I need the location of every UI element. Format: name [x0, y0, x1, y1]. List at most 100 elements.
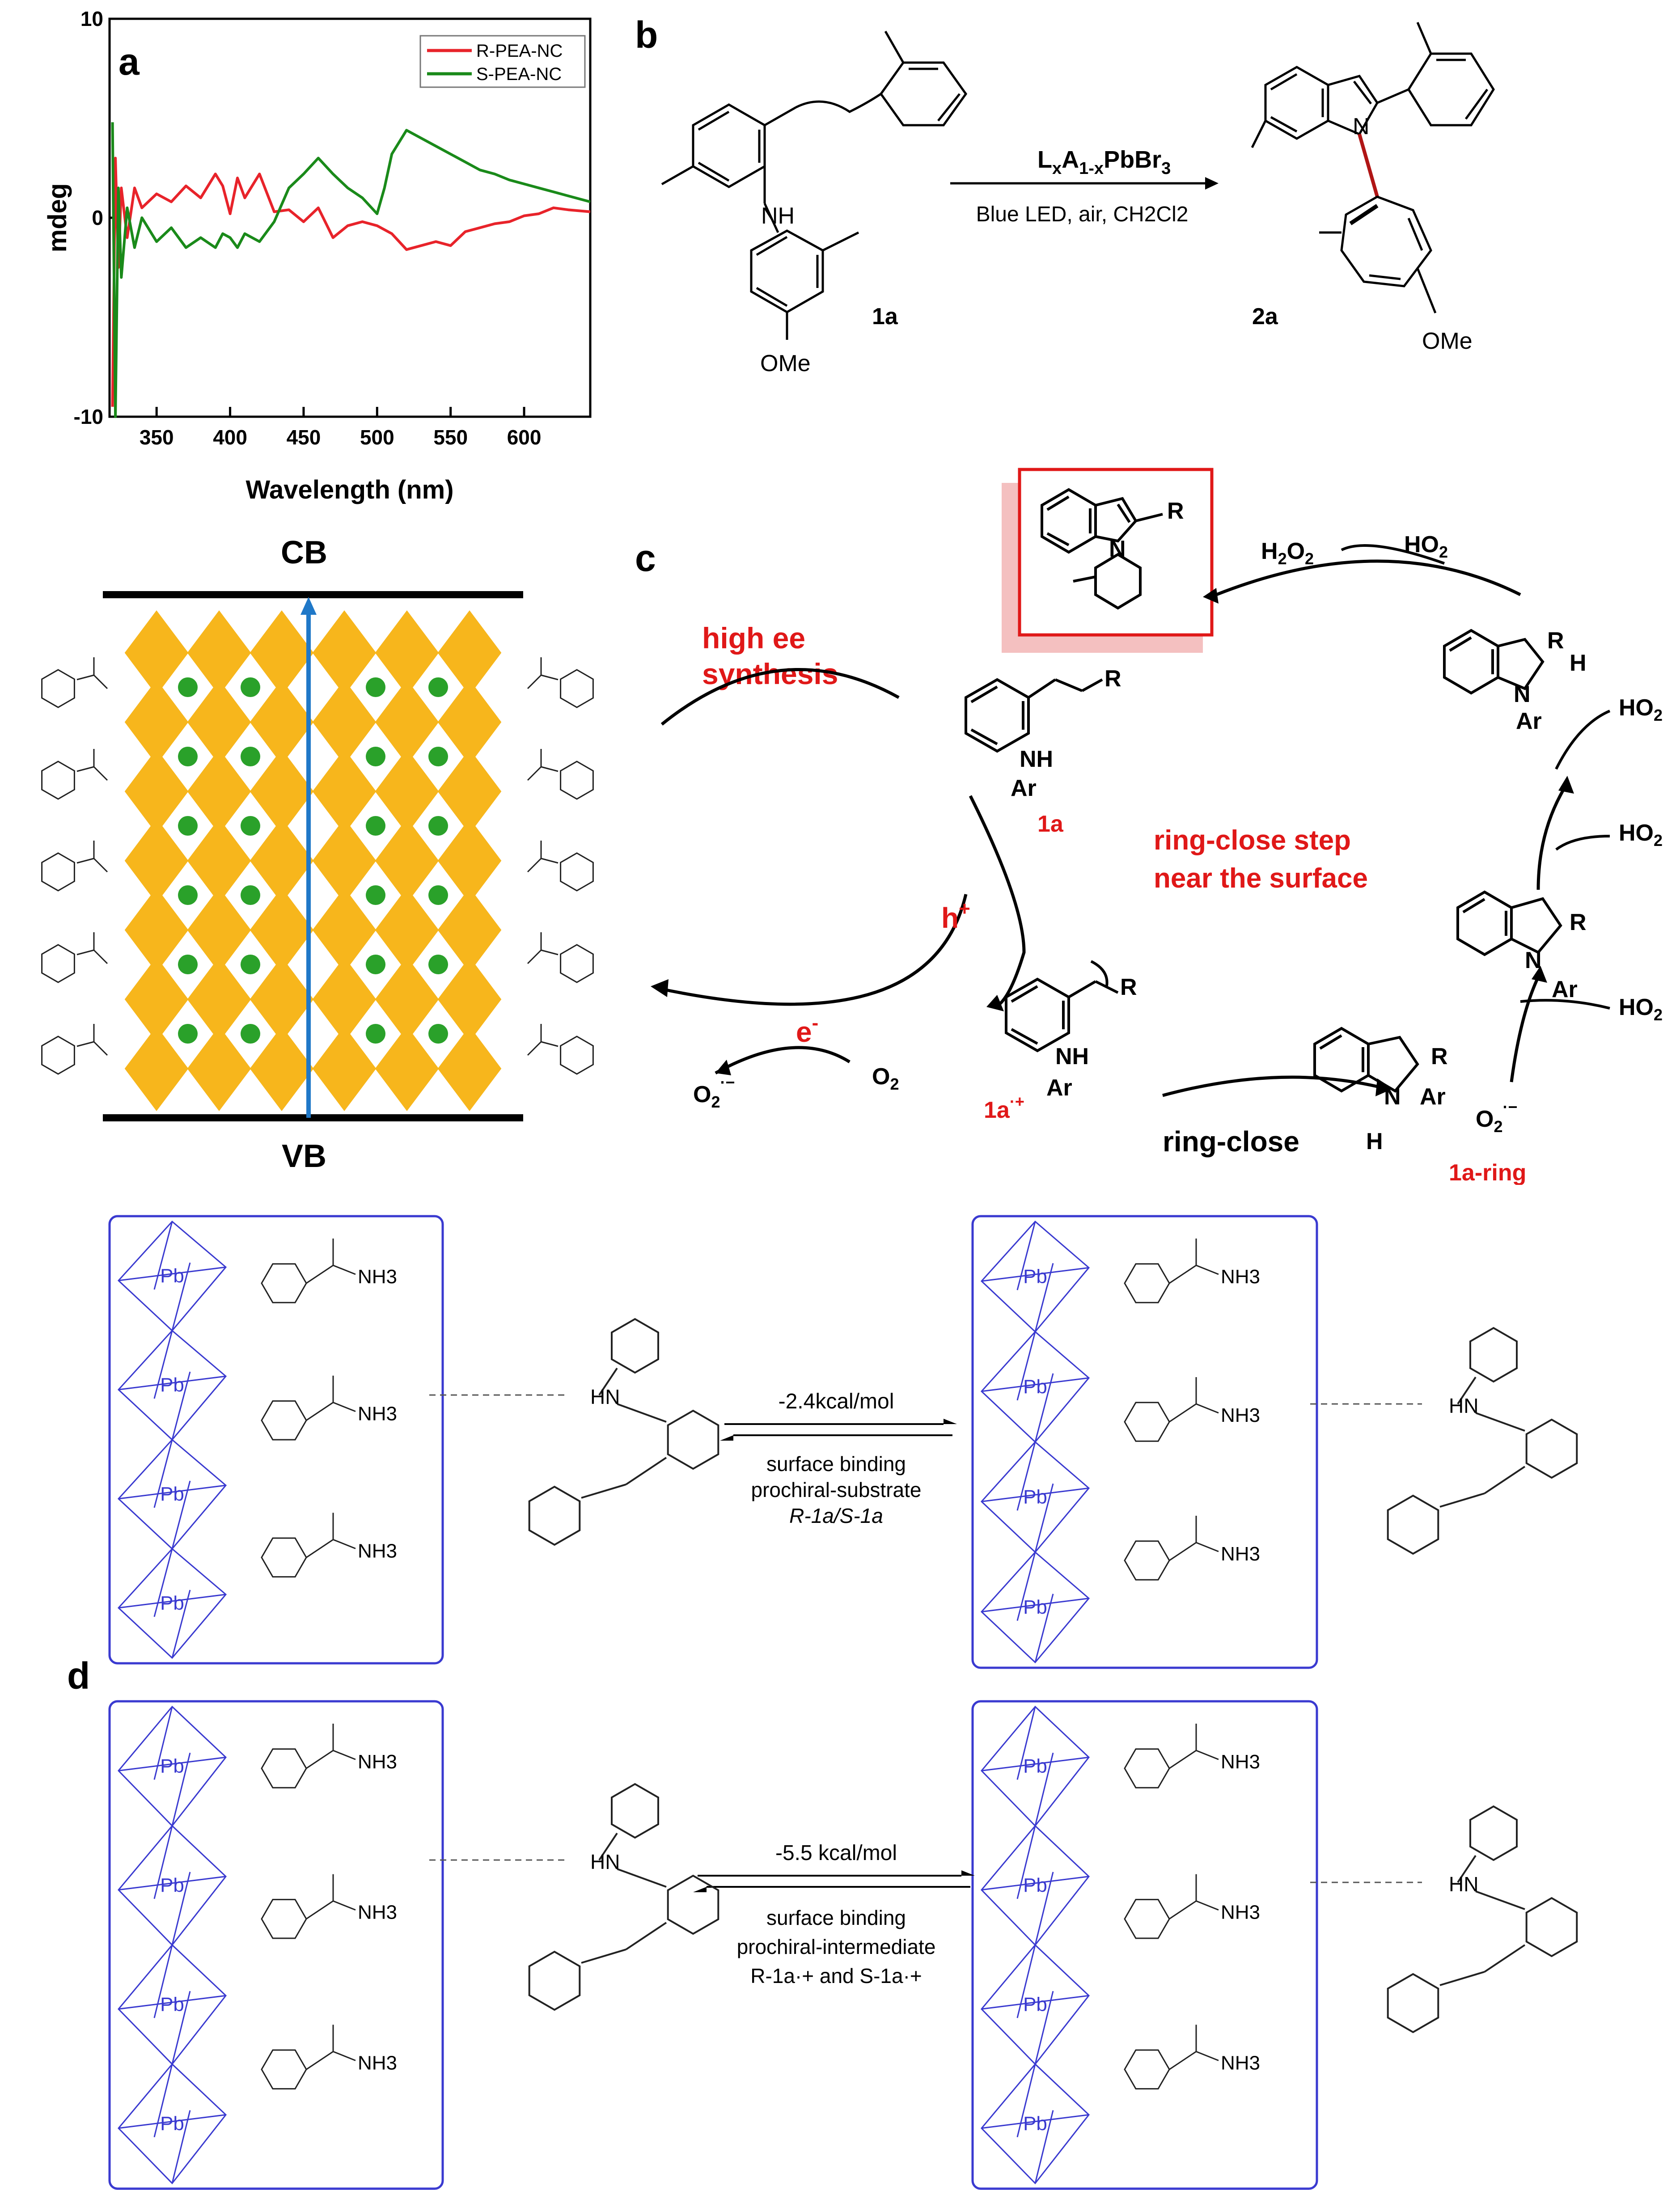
product-n-label-c: N	[1109, 536, 1126, 562]
vb-label: VB	[282, 1138, 326, 1174]
a-site-cation	[428, 1024, 448, 1044]
h2o2-label: H2O2	[1261, 538, 1314, 568]
a-site-cation	[241, 747, 260, 766]
bottom-energy-label: -5.5 kcal/mol	[775, 1841, 897, 1865]
step-arrow-lower	[1510, 976, 1540, 1082]
step-arrow-ho2-out	[1555, 710, 1611, 770]
x-tick-label: 350	[140, 426, 174, 449]
top-note-3: R-1a/S-1a	[789, 1504, 883, 1527]
pea-ligand	[41, 749, 108, 800]
x-tick-label: 450	[287, 426, 321, 449]
o2-label: O2	[872, 1064, 899, 1093]
pea-ligand	[527, 657, 594, 708]
ho2-label-2: HO2	[1619, 820, 1663, 850]
octahedron	[124, 680, 189, 765]
pea-ligand	[527, 841, 594, 892]
pea-ligand	[527, 749, 594, 800]
pea-ligand	[41, 932, 108, 983]
chart-legend: R-PEA-NC S-PEA-NC	[419, 35, 586, 88]
cb-label: CB	[281, 535, 327, 571]
indole-product-structure	[1041, 488, 1163, 610]
indolinium-r-label: R	[1547, 628, 1564, 654]
1a-cation-r-label: R	[1120, 974, 1137, 1000]
substrate-label-1a: 1a	[872, 304, 898, 330]
x-tick-label: 400	[213, 426, 247, 449]
top-note-2: prochiral-substrate	[751, 1478, 922, 1501]
y-tick-label: 10	[80, 7, 103, 30]
pea-ligand	[41, 657, 108, 708]
pb-label: Pb	[1023, 2113, 1047, 2135]
a-site-cation	[241, 955, 260, 974]
h2o2-release-arrow	[1341, 544, 1445, 565]
octahedron	[250, 610, 314, 695]
a-site-cation	[241, 885, 260, 905]
pb-label: Pb	[1023, 1265, 1047, 1287]
nh3-label: NH3	[1221, 1543, 1260, 1565]
pb-octahedron: Pb	[117, 1547, 227, 1659]
slab-frame	[108, 1215, 444, 1665]
pb-label: Pb	[1023, 1755, 1047, 1777]
product-r-label: R	[1167, 498, 1184, 524]
slab-frame	[971, 1215, 1318, 1669]
e-minus-label: e-	[796, 1012, 818, 1048]
nh3-label: NH3	[1221, 1404, 1260, 1426]
octahedron	[437, 818, 502, 903]
octahedron	[124, 610, 189, 695]
pb-label: Pb	[1023, 1993, 1047, 2015]
indolinium-n-label: N	[1514, 681, 1531, 707]
nh3-label: NH3	[358, 1902, 397, 1924]
ho2-label-3: HO2	[1619, 695, 1663, 724]
pb-octahedron: Pb	[980, 2063, 1090, 2185]
mechanism-cycle: high ee synthesis h+ e- O2·− O2 R NH Ar …	[651, 468, 1663, 1185]
1a-ar-label: Ar	[1011, 775, 1037, 801]
pb-octahedron: Pb	[980, 1331, 1090, 1443]
octahedron	[312, 818, 377, 903]
a-site-cation	[178, 747, 198, 766]
pb-octahedron: Pb	[980, 1441, 1090, 1553]
octahedron	[437, 888, 502, 972]
pea-ligand	[41, 841, 108, 892]
octahedron	[124, 749, 189, 834]
pb-octahedron: Pb	[117, 1944, 227, 2065]
octahedron	[375, 888, 439, 972]
nh3-label: NH3	[1221, 2052, 1260, 2074]
octahedron	[375, 818, 439, 903]
substrate-molecule: HN	[1387, 1327, 1578, 1555]
octahedron	[187, 818, 251, 903]
top-note-1: surface binding	[766, 1452, 906, 1476]
octahedron	[312, 957, 377, 1042]
o2-reduction-arc	[715, 1046, 851, 1075]
product-formation-arrow	[1215, 559, 1521, 596]
slab-frame	[971, 1700, 1318, 2190]
pea-ligand	[41, 1024, 108, 1075]
nh3-label: NH3	[1221, 1902, 1260, 1924]
legend-label-r: R-PEA-NC	[476, 41, 563, 61]
a-site-cation	[241, 1024, 260, 1044]
hn-label: HN	[1449, 1873, 1478, 1896]
substrate-nh-label: NH	[761, 203, 795, 229]
pb-octahedron: Pb	[117, 1438, 227, 1550]
pb-label: Pb	[160, 1483, 184, 1505]
indoline-radical-ar-label: Ar	[1552, 977, 1578, 1002]
indoline-radical-r-label: R	[1570, 909, 1587, 935]
a-site-cation	[428, 816, 448, 836]
1a-ring-n-label: N	[1384, 1084, 1401, 1110]
octahedron	[312, 1026, 377, 1111]
octahedron	[375, 749, 439, 834]
reaction-conditions: Blue LED, air, CH2Cl2	[976, 203, 1189, 226]
x-axis-label: Wavelength (nm)	[245, 475, 453, 504]
perovskite-band-diagram: CB VB	[41, 535, 594, 1174]
x-tick-label: 550	[433, 426, 468, 449]
octahedron	[187, 1026, 251, 1111]
pb-label: Pb	[160, 1993, 184, 2015]
a-site-cation	[366, 677, 385, 697]
label-1a-cation: 1a·+	[984, 1092, 1024, 1123]
pb-octahedron: Pb	[980, 1551, 1090, 1664]
nh3-ligand: NH3	[1124, 1516, 1260, 1581]
a-site-cation	[366, 1024, 385, 1044]
octahedron	[250, 818, 314, 903]
nh3-label: NH3	[358, 1540, 397, 1562]
